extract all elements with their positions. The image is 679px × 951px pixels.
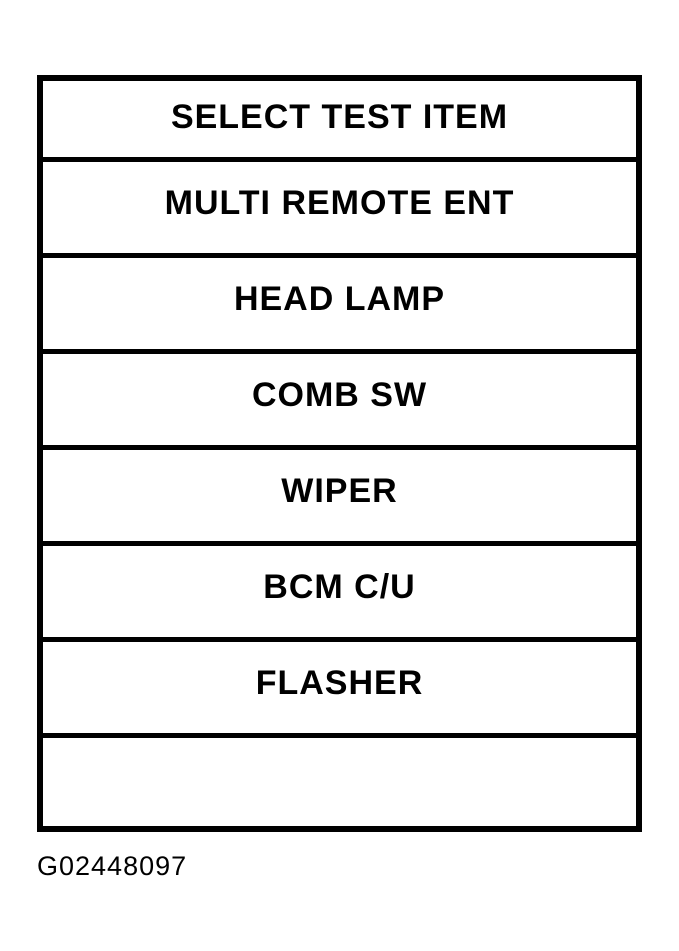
menu-empty-row bbox=[43, 733, 636, 826]
menu-item-wiper: WIPER bbox=[43, 445, 636, 541]
menu-item-label: FLASHER bbox=[255, 664, 424, 702]
menu-title-row: SELECT TEST ITEM bbox=[43, 81, 636, 157]
menu-item-label: BCM C/U bbox=[263, 568, 416, 606]
menu-item-label: COMB SW bbox=[251, 376, 428, 414]
figure-id: G02448097 bbox=[37, 851, 188, 881]
menu-item-flasher: FLASHER bbox=[43, 637, 636, 733]
menu-item-head-lamp: HEAD LAMP bbox=[43, 253, 636, 349]
menu-item-label: HEAD LAMP bbox=[233, 280, 446, 318]
menu-item-multi-remote-ent: MULTI REMOTE ENT bbox=[43, 157, 636, 253]
menu-item-label: MULTI REMOTE ENT bbox=[164, 184, 515, 222]
menu-item-label: WIPER bbox=[281, 472, 398, 510]
menu-title: SELECT TEST ITEM bbox=[170, 97, 509, 136]
select-test-item-menu: SELECT TEST ITEM MULTI REMOTE ENT HEAD L… bbox=[37, 75, 642, 832]
menu-item-bcm-cu: BCM C/U bbox=[43, 541, 636, 637]
menu-item-comb-sw: COMB SW bbox=[43, 349, 636, 445]
